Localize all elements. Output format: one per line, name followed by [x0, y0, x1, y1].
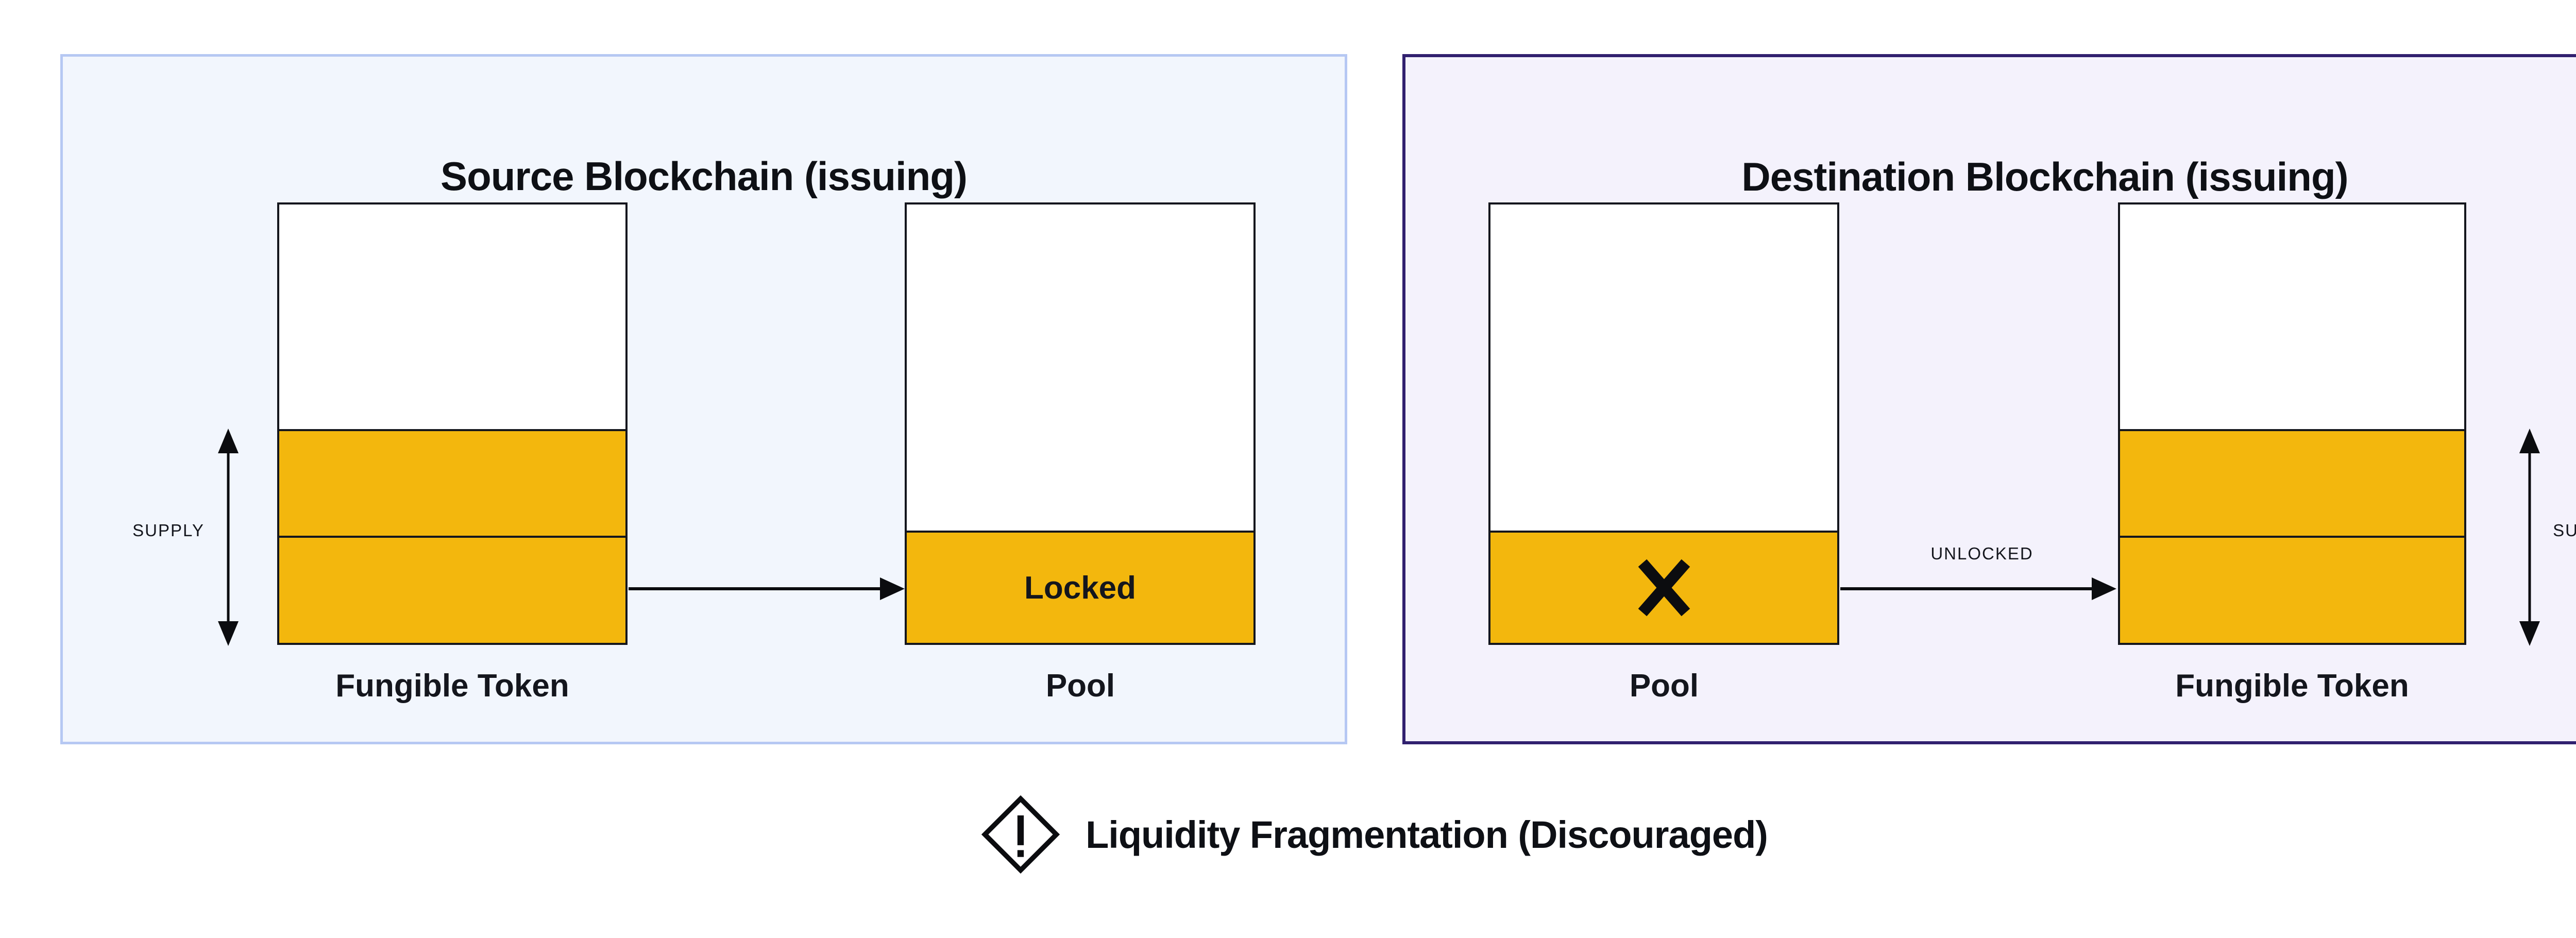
locked-segment-label: Locked	[1024, 570, 1137, 606]
destination-pool-bar	[1488, 202, 1839, 645]
source-token-supply-segment-upper	[279, 429, 625, 536]
warning-diamond-icon	[981, 795, 1060, 874]
destination-pool-unlocked-segment	[1490, 531, 1837, 643]
supply-range-arrow-icon	[210, 428, 246, 647]
source-pool-locked-segment: Locked	[907, 531, 1253, 643]
unlock-transfer-arrow-icon	[1840, 571, 2119, 607]
x-mark-icon	[1634, 558, 1694, 618]
destination-fungible-token-bar	[2118, 202, 2466, 645]
destination-supply-label: SUPPLY	[2553, 521, 2576, 540]
source-panel-title: Source Blockchain (issuing)	[440, 154, 968, 199]
destination-token-supply-segment-upper	[2120, 429, 2464, 536]
destination-pool-bar-label: Pool	[1629, 668, 1699, 704]
destination-panel-title: Destination Blockchain (issuing)	[1741, 154, 2348, 199]
destination-token-supply-segment-lower	[2120, 536, 2464, 643]
supply-range-arrow-icon	[2512, 428, 2548, 647]
unlocked-arrow-label: UNLOCKED	[1930, 544, 2033, 563]
destination-token-bar-label: Fungible Token	[2175, 668, 2409, 704]
source-supply-label: SUPPLY	[132, 521, 205, 540]
source-token-supply-segment-lower	[279, 536, 625, 643]
source-pool-bar: Locked	[905, 202, 1256, 645]
source-fungible-token-bar	[277, 202, 628, 645]
source-pool-bar-label: Pool	[1045, 668, 1115, 704]
lock-transfer-arrow-icon	[629, 571, 907, 607]
caption-text: Liquidity Fragmentation (Discouraged)	[1086, 813, 1768, 856]
source-token-bar-label: Fungible Token	[335, 668, 569, 704]
caption-row: Liquidity Fragmentation (Discouraged)	[0, 793, 2576, 876]
